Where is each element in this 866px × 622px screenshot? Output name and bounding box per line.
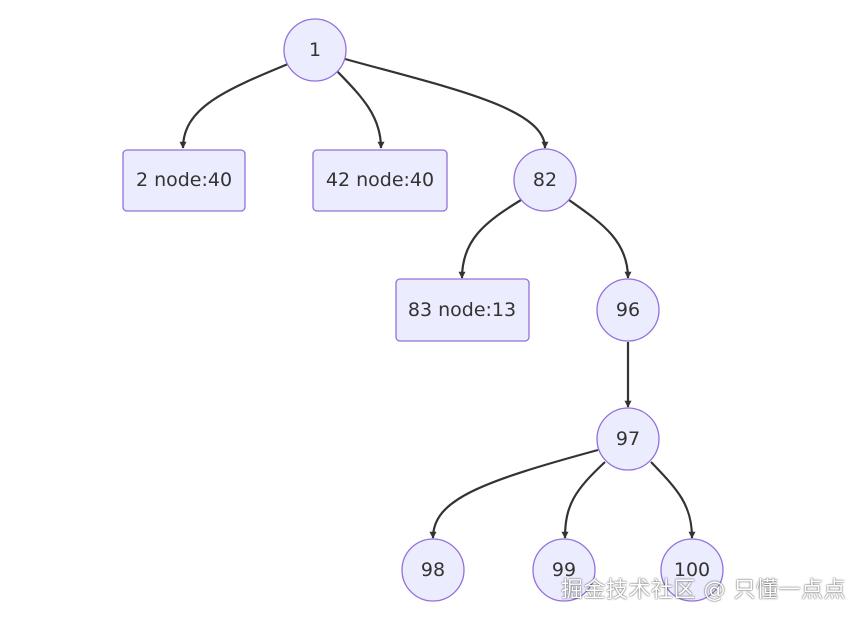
node-100-label: 100 — [674, 559, 710, 581]
node-96-label: 96 — [616, 299, 640, 321]
edge-1-to-42 — [335, 69, 385, 149]
node-42: 42 node:40 — [312, 149, 448, 212]
node-1-label: 1 — [309, 39, 321, 61]
edge-82-to-96 — [568, 199, 632, 279]
node-82-label: 82 — [533, 169, 557, 191]
node-98-label: 98 — [421, 559, 445, 581]
edge-97-to-99 — [561, 461, 606, 539]
edge-1-to-82 — [344, 57, 549, 149]
node-83-label: 83 node:13 — [408, 299, 516, 321]
edges — [179, 57, 696, 539]
node-100: 100 — [660, 538, 724, 602]
node-98: 98 — [401, 538, 465, 602]
node-83: 83 node:13 — [395, 278, 530, 342]
edge-82-to-83 — [458, 199, 522, 279]
edge-97-to-98 — [429, 448, 599, 539]
watermark-text: 掘金技术社区 @ 只懂一点点 — [561, 578, 846, 603]
node-97-label: 97 — [616, 428, 640, 450]
node-99: 99 — [532, 538, 596, 602]
node-2-label: 2 node:40 — [136, 169, 232, 191]
edge-1-to-2 — [179, 62, 289, 149]
node-97: 97 — [596, 407, 660, 471]
node-82: 82 — [513, 148, 577, 212]
node-99-label: 99 — [552, 559, 576, 581]
edge-97-to-100 — [650, 461, 696, 539]
node-2: 2 node:40 — [122, 149, 246, 212]
node-96: 96 — [596, 278, 660, 342]
node-42-label: 42 node:40 — [326, 169, 434, 191]
node-1: 1 — [283, 18, 347, 82]
